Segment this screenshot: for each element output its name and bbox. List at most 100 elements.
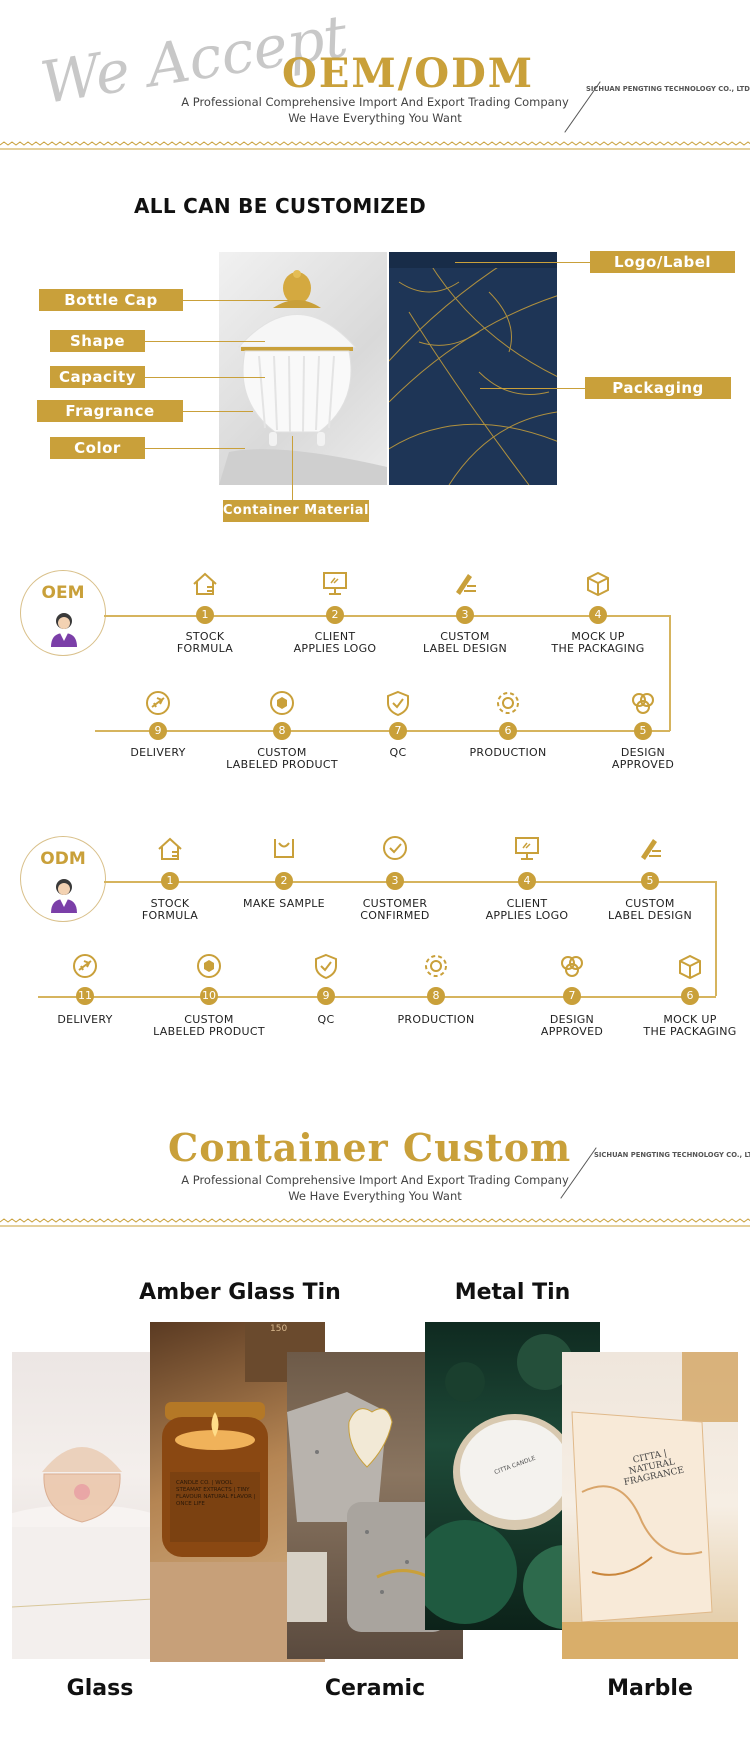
step-label-line1: CUSTOMER [362,897,428,910]
step-number: 2 [326,606,344,624]
step-label-line1: CUSTOM [440,630,490,643]
pen-icon [635,833,665,863]
step-label: DELIVERY [20,1014,150,1026]
step-number: 6 [499,722,517,740]
label-shape: Shape [50,330,145,352]
leader-line [145,341,265,342]
step-label-line2: APPROVED [540,1025,604,1038]
step-number: 1 [161,872,179,890]
step-label-line2: APPROVED [611,758,675,771]
label-bottle-cap: Bottle Cap [39,289,183,311]
leader-line [145,448,245,449]
step-label-line1: QC [389,746,407,759]
step-label-line1: CUSTOM [257,746,307,759]
step-number: 7 [389,722,407,740]
step-label: QC [333,747,463,759]
box-icon [675,951,705,981]
subtitle-line1: A Professional Comprehensive Import And … [181,95,569,109]
customize-heading: ALL CAN BE CUSTOMIZED [134,194,427,218]
gear-icon [421,951,451,981]
flow-connector-line [38,996,716,998]
step-label-line1: DESIGN [549,1013,595,1026]
step-label-line2: LABELED PRODUCT [226,758,338,771]
step-label-line2: FORMULA [176,642,234,655]
rings-icon [557,951,587,981]
packaging-box-photo [389,252,557,485]
step-number: 4 [589,606,607,624]
step-label-line1: MOCK UP [663,1013,717,1026]
step-label-line1: DELIVERY [57,1013,113,1026]
label-color: Color [50,437,145,459]
label-marble: Marble [607,1676,693,1701]
step-label-line2: APPLIES LOGO [485,909,569,922]
company-name: SICHUAN PENGTING TECHNOLOGY CO., LTD [594,1151,750,1159]
container-title: Container Custom [168,1125,572,1170]
subtitle-line2: We Have Everything You Want [288,111,462,125]
step-number: 11 [76,987,94,1005]
step-label-line2: FORMULA [141,909,199,922]
step-label-line1: CUSTOM [625,897,675,910]
step-label-line1: CUSTOM [184,1013,234,1026]
step-label-line1: DESIGN [620,746,666,759]
step-label-line1: STOCK [150,897,190,910]
step-label-line2: LABEL DESIGN [422,642,508,655]
step-label-line2: THE PACKAGING [551,642,645,655]
step-number: 8 [427,987,445,1005]
step-label: PRODUCTION [371,1014,501,1026]
step-number: 4 [518,872,536,890]
step-label: PRODUCTION [443,747,573,759]
step-label-line1: CLIENT [506,897,548,910]
step-number: 1 [196,606,214,624]
plane-icon [143,688,173,718]
marble-candle-photo: CITTA | NATURAL FRAGRANCE [562,1352,738,1659]
pen-icon [450,568,480,598]
leader-line [183,411,253,412]
box-number: 150 [270,1324,288,1334]
product-icon [194,951,224,981]
step-label-line1: QC [317,1013,335,1026]
label-metal-tin: Metal Tin [454,1280,571,1305]
label-fragrance: Fragrance [37,400,183,422]
step-number: 6 [681,987,699,1005]
house-icon [155,833,185,863]
rings-icon [628,688,658,718]
check-icon [380,833,410,863]
agent-avatar-icon [51,613,77,647]
oem-badge: OEM [20,570,106,656]
label-amber-glass-tin: Amber Glass Tin [139,1280,341,1305]
step-label-line2: LABELED PRODUCT [153,1025,265,1038]
step-label-line2: APPLIES LOGO [293,642,377,655]
plane-icon [70,951,100,981]
label-glass: Glass [66,1676,134,1701]
flow-connector-line [95,730,670,732]
step-label-line1: MOCK UP [571,630,625,643]
header-oem-odm: We Accept OEM/ODM A Professional Compreh… [0,0,750,150]
label-ceramic: Ceramic [324,1676,426,1701]
shield-icon [311,951,341,981]
subtitle-line1: A Professional Comprehensive Import And … [181,1173,569,1187]
metal-tin-photo: CITTA CANDLE [425,1322,600,1630]
step-number: 3 [456,606,474,624]
flow-connector-line [104,615,670,617]
leader-line [145,377,265,378]
label-capacity: Capacity [50,366,145,388]
step-label-line2: THE PACKAGING [643,1025,737,1038]
step-number: 3 [386,872,404,890]
ornament-divider [0,1218,750,1227]
leader-line [480,388,585,389]
step-number: 10 [200,987,218,1005]
flow-connector-line [104,881,716,883]
house-icon [190,568,220,598]
step-number: 7 [563,987,581,1005]
step-number: 5 [634,722,652,740]
flow-connector-line [715,881,717,996]
step-number: 5 [641,872,659,890]
leader-line [292,436,293,500]
